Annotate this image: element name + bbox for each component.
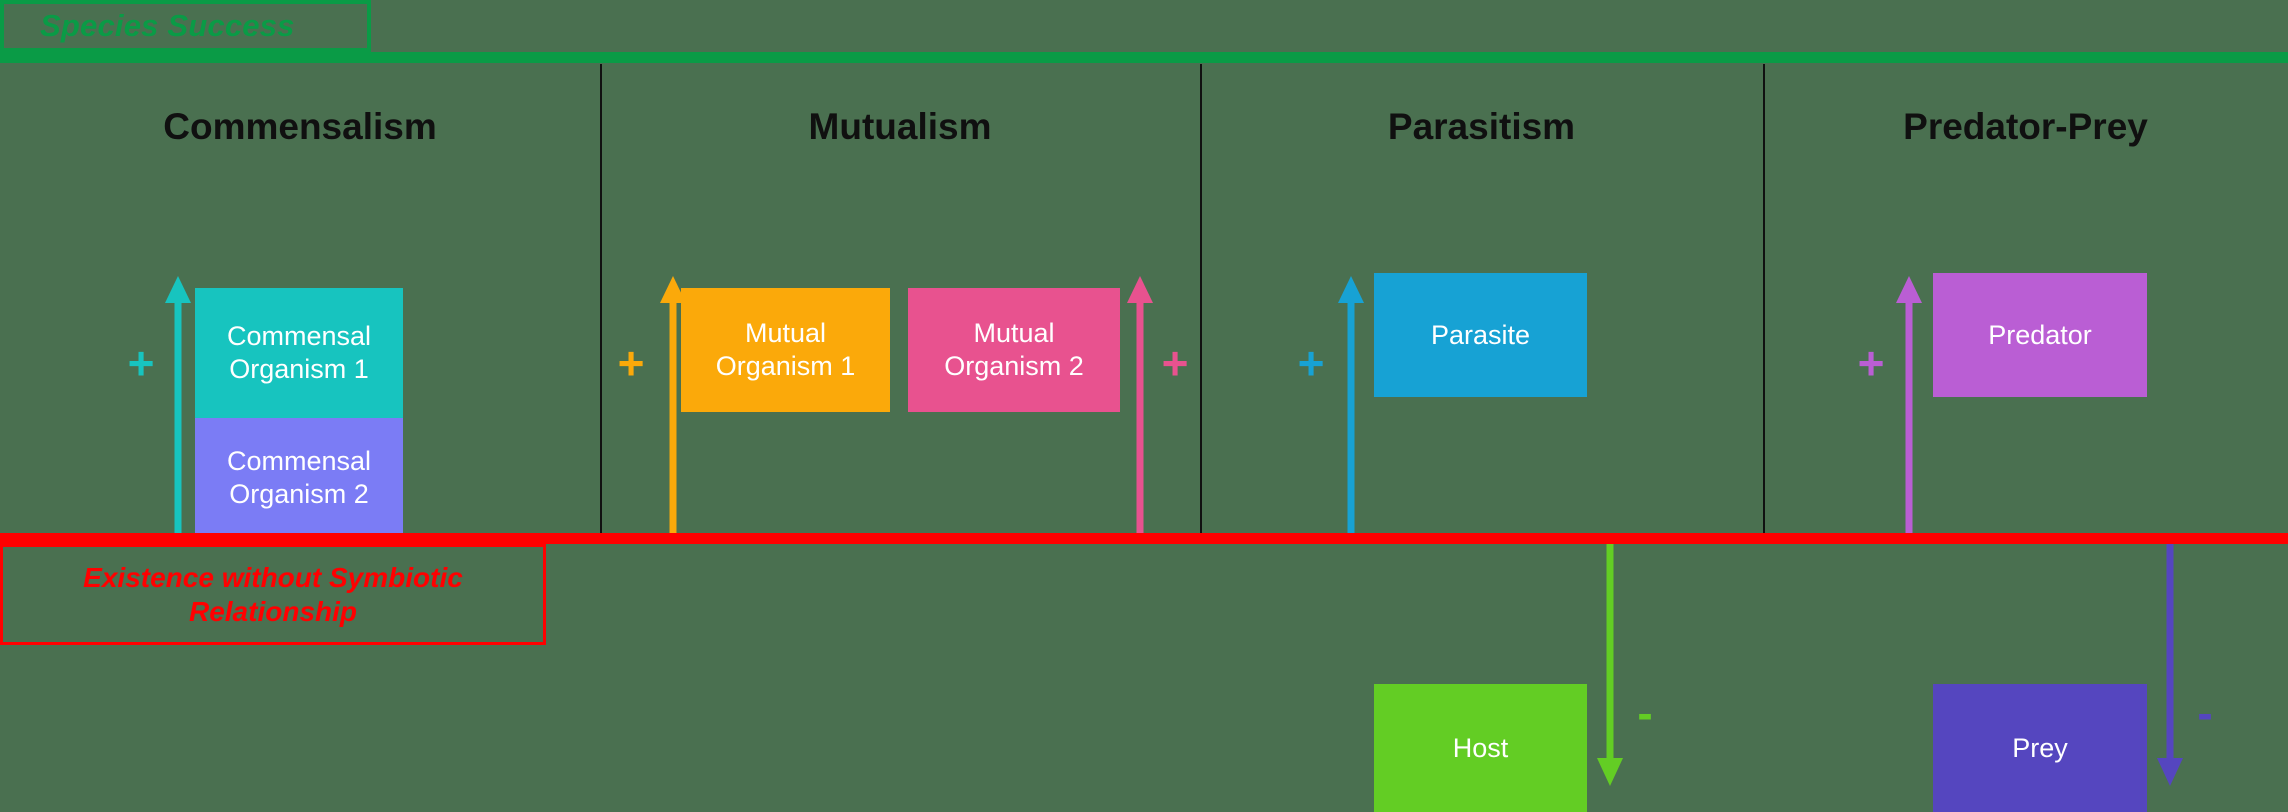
column-title-parasitism: Parasitism	[1387, 106, 1576, 147]
commensalism-organism1-up-arrow	[165, 276, 191, 542]
commensalism-box-organism1: Commensal Organism 1	[195, 288, 403, 418]
predator-prey-predator-up-arrow	[1896, 276, 1922, 542]
mutualism-box-organism1: Mutual Organism 1	[681, 288, 890, 412]
commensalism-plus-sign: +	[127, 337, 155, 389]
column-divider-3	[1763, 64, 1765, 538]
parasitism-box-host: Host	[1374, 684, 1587, 812]
commensalism-box-organism1-label: Commensal Organism 1	[226, 321, 372, 384]
existence-baseline-legend: Existence without Symbiotic Relationship	[0, 544, 546, 645]
column-divider-2	[1200, 64, 1202, 538]
commensalism-box-organism2-label: Commensal Organism 2	[226, 446, 372, 509]
predator-prey-box-predator-label: Predator	[1988, 319, 2092, 350]
existence-baseline-label: Existence without Symbiotic Relationship	[83, 562, 463, 627]
mutualism-box-organism2-label: Mutual Organism 2	[944, 318, 1084, 381]
species-success-legend: Species Success	[0, 0, 371, 52]
parasitism-minus-sign: -	[1637, 687, 1653, 739]
mutualism-box-organism2: Mutual Organism 2	[908, 288, 1120, 412]
species-success-axis-bar	[0, 52, 2288, 63]
column-title-predator-prey: Predator-Prey	[1903, 106, 2148, 147]
predator-prey-box-prey-label: Prey	[2012, 732, 2068, 763]
column-title-mutualism: Mutualism	[808, 106, 992, 147]
column-title-commensalism: Commensalism	[163, 106, 437, 147]
existence-baseline	[0, 533, 2288, 544]
mutualism-plus-sign-left: +	[617, 337, 645, 389]
species-success-label: Species Success	[40, 8, 295, 43]
column-divider-1	[600, 64, 602, 538]
mutualism-organism1-up-arrow	[660, 276, 686, 542]
mutualism-organism2-up-arrow	[1127, 276, 1153, 542]
predator-prey-plus-sign: +	[1857, 337, 1885, 389]
parasitism-parasite-up-arrow	[1338, 276, 1364, 542]
commensalism-box-organism2: Commensal Organism 2	[195, 418, 403, 538]
predator-prey-box-prey: Prey	[1933, 684, 2147, 812]
predator-prey-prey-down-arrow	[2157, 544, 2183, 786]
mutualism-box-organism1-label: Mutual Organism 1	[715, 318, 856, 381]
predator-prey-minus-sign: -	[2197, 687, 2213, 739]
parasitism-box-parasite: Parasite	[1374, 273, 1587, 397]
parasitism-box-host-label: Host	[1452, 732, 1509, 763]
mutualism-plus-sign-right: +	[1161, 337, 1189, 389]
parasitism-box-parasite-label: Parasite	[1430, 319, 1531, 350]
parasitism-host-down-arrow	[1597, 544, 1623, 786]
predator-prey-box-predator: Predator	[1933, 273, 2147, 397]
parasitism-plus-sign: +	[1297, 337, 1325, 389]
